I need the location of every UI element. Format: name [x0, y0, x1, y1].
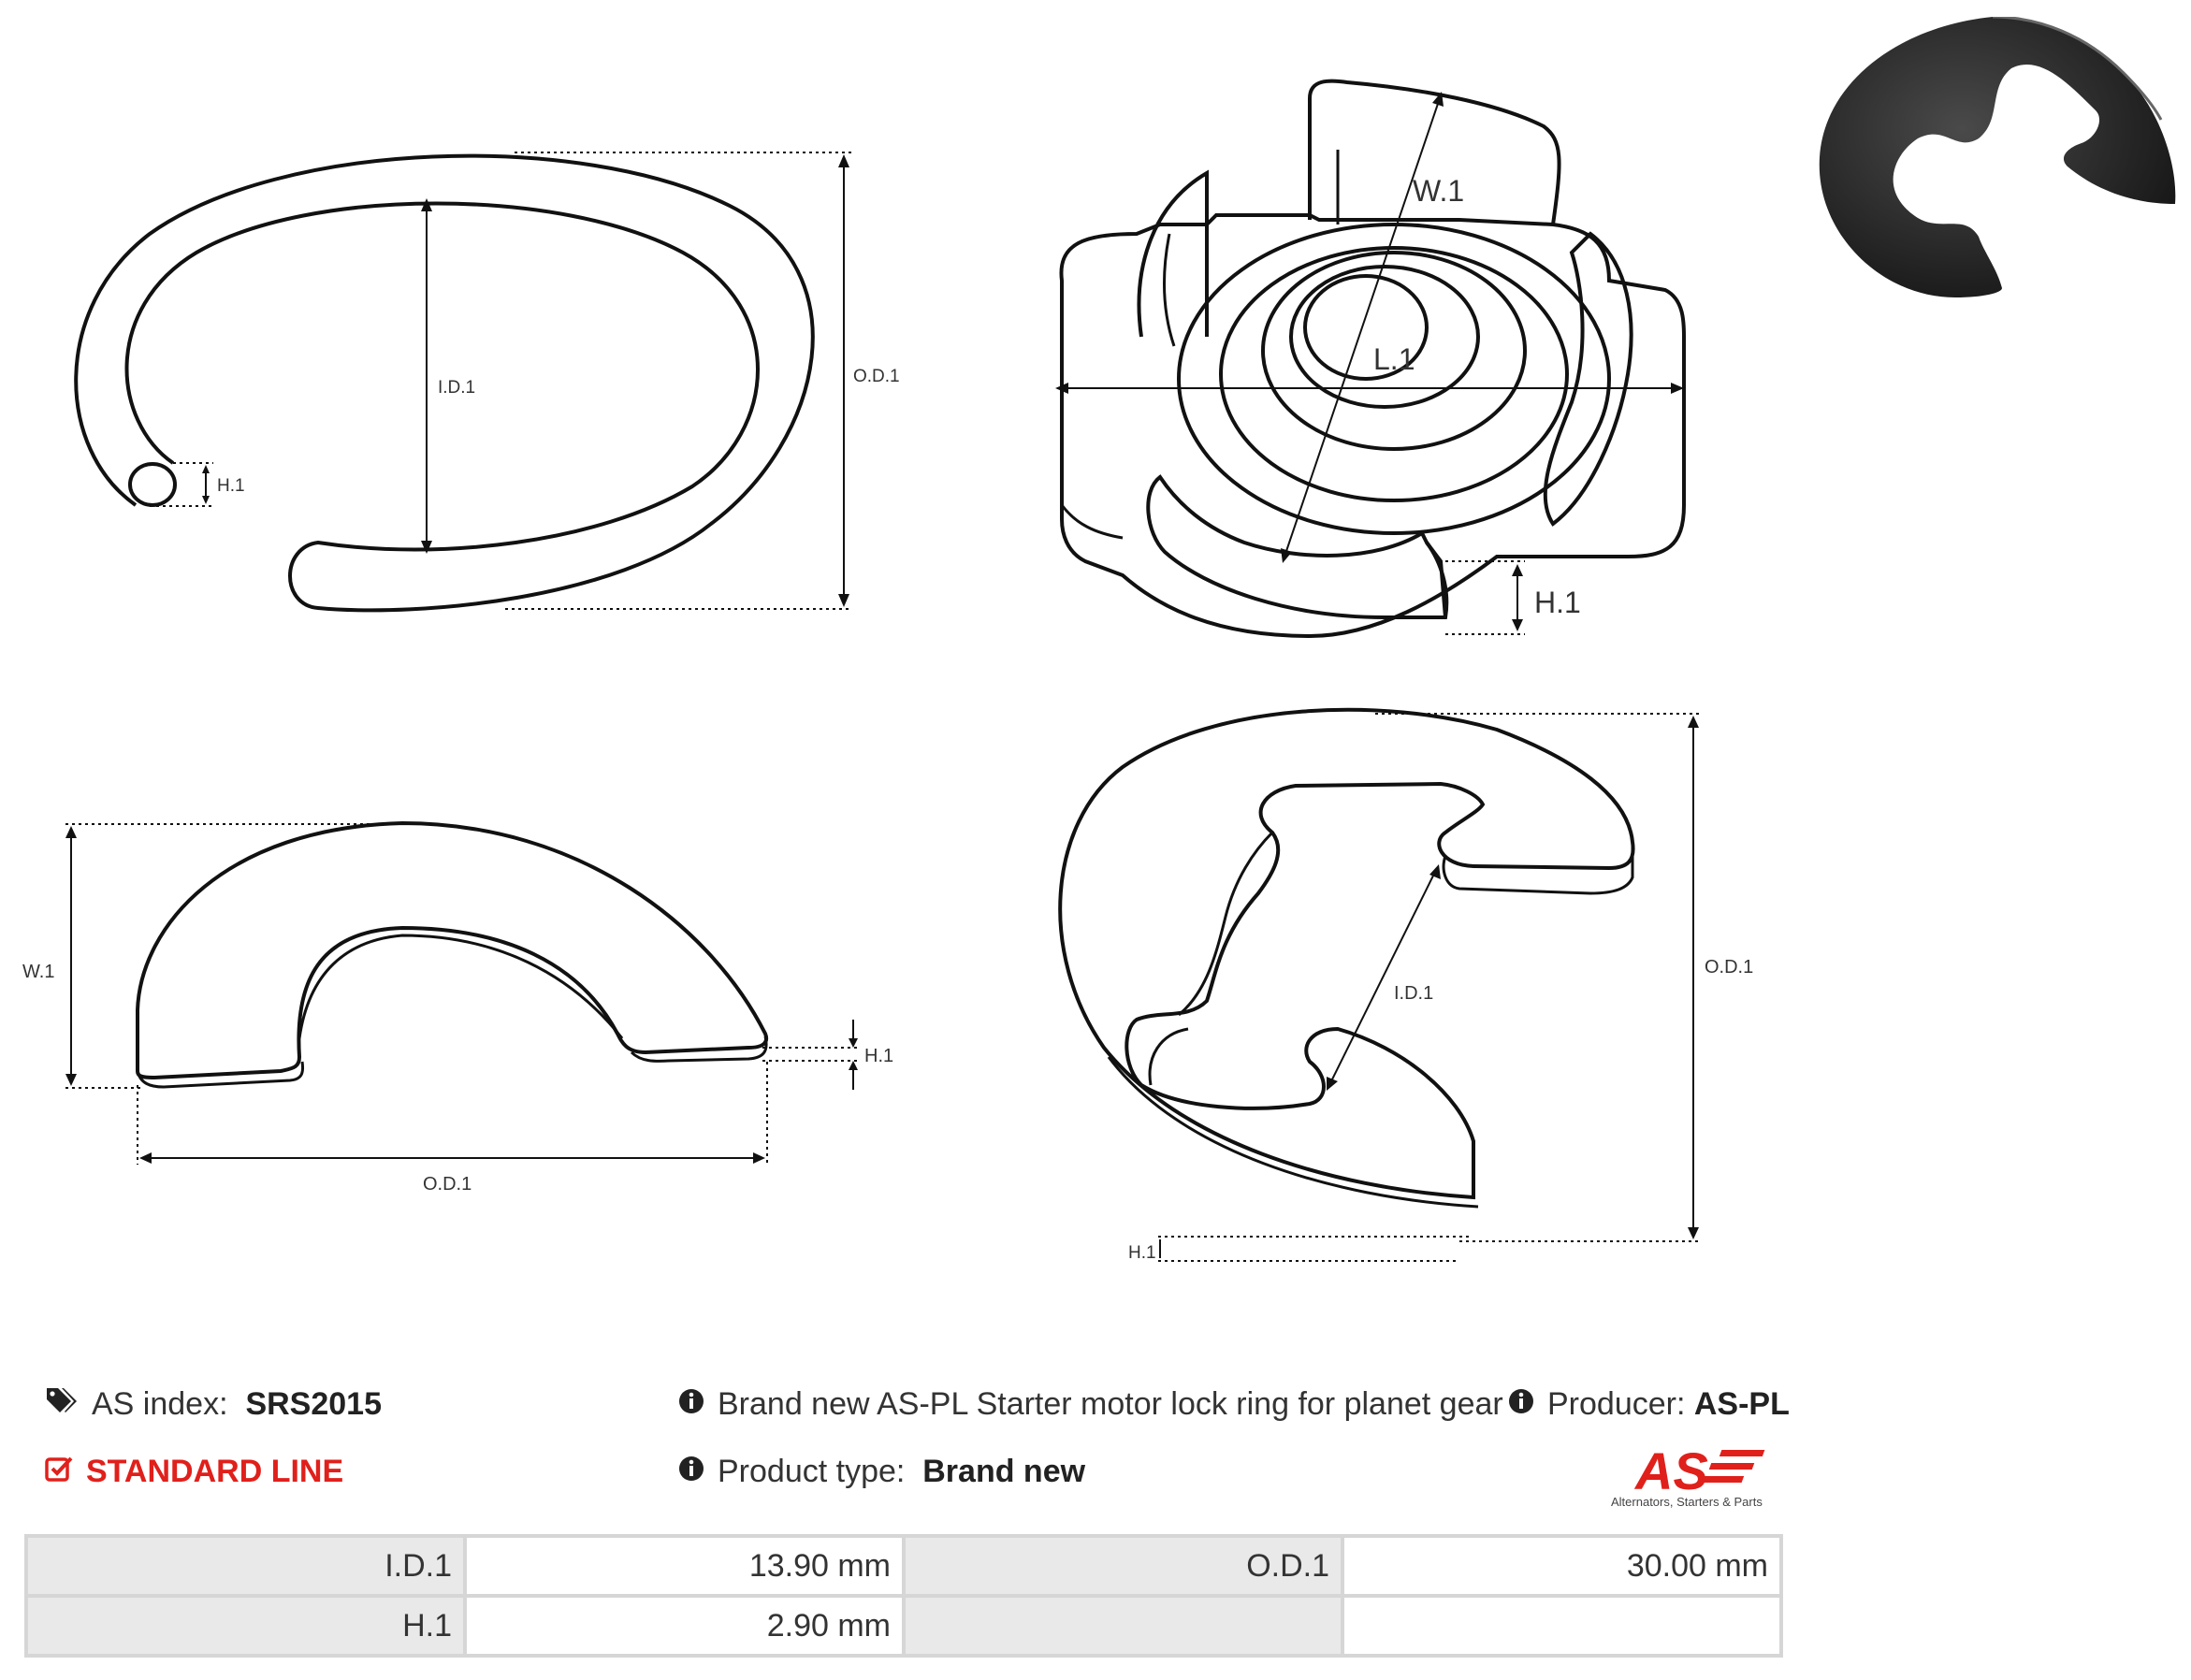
label-h1-top-left: H.1	[217, 476, 245, 496]
spec-value: 13.90 mm	[463, 1534, 906, 1598]
product-type-label: Product type:	[718, 1454, 906, 1489]
ring-side-view	[65, 820, 861, 1165]
label-l1-top-right: L.1	[1373, 342, 1415, 376]
spec-key: H.1	[24, 1594, 467, 1658]
logo-mark: AS	[1633, 1441, 1708, 1497]
label-od1-bottom-right: O.D.1	[1705, 957, 1753, 978]
label-h1-bottom-left: H.1	[864, 1046, 893, 1066]
label-h1-bottom-right: H.1	[1128, 1243, 1156, 1263]
label-h1-top-right: H.1	[1534, 586, 1581, 619]
description-text: Brand new AS-PL Starter motor lock ring …	[718, 1386, 1503, 1422]
as-pl-logo: AS	[1609, 1441, 1787, 1515]
label-id1-top-left: I.D.1	[438, 378, 475, 398]
producer-label: Producer:	[1547, 1386, 1686, 1422]
label-w1-top-right: W.1	[1413, 174, 1464, 208]
ring-perspective-view	[74, 152, 851, 613]
as-index-value: SRS2015	[245, 1386, 382, 1422]
label-od1-top-left: O.D.1	[853, 367, 900, 386]
producer-value: AS-PL	[1693, 1386, 1790, 1422]
label-id1-bottom-right: I.D.1	[1394, 983, 1433, 1004]
spec-table: I.D.1 13.90 mm O.D.1 30.00 mm H.1 2.90 m…	[24, 1534, 1783, 1658]
spec-value: 2.90 mm	[463, 1594, 906, 1658]
technical-drawings: I.D.1 O.D.1 H.1 W.1 L.1 H	[22, 79, 1753, 1263]
description: Brand new AS-PL Starter motor lock ring …	[678, 1386, 1503, 1423]
logo-tagline: Alternators, Starters & Parts	[1611, 1495, 1763, 1509]
spec-value: 30.00 mm	[1341, 1534, 1783, 1598]
producer: Producer: AS-PL	[1508, 1386, 1790, 1423]
checkbox-checked-icon	[45, 1454, 73, 1490]
table-row: H.1 2.90 mm	[24, 1594, 1783, 1658]
eclip-perspective-view	[1058, 707, 1701, 1262]
spec-key	[902, 1594, 1344, 1658]
label-w1-bottom-left: W.1	[22, 962, 54, 982]
tags-icon	[45, 1386, 79, 1423]
product-type: Product type: Brand new	[678, 1454, 1085, 1490]
as-index-label: AS index:	[92, 1386, 228, 1422]
spec-key: I.D.1	[24, 1534, 467, 1598]
standard-line: STANDARD LINE	[45, 1454, 343, 1490]
info-icon	[1508, 1386, 1534, 1423]
standard-line-label: STANDARD LINE	[86, 1454, 344, 1489]
spec-value	[1341, 1594, 1783, 1658]
ring-front-view	[1055, 79, 1686, 639]
as-index: AS index: SRS2015	[45, 1386, 382, 1423]
product-photo	[1815, 15, 2180, 307]
table-row: I.D.1 13.90 mm O.D.1 30.00 mm	[24, 1534, 1783, 1598]
product-type-value: Brand new	[922, 1454, 1086, 1489]
spec-key: O.D.1	[902, 1534, 1344, 1598]
info-icon	[678, 1386, 704, 1423]
info-icon	[678, 1454, 704, 1490]
label-od1-bottom-left: O.D.1	[423, 1174, 472, 1195]
